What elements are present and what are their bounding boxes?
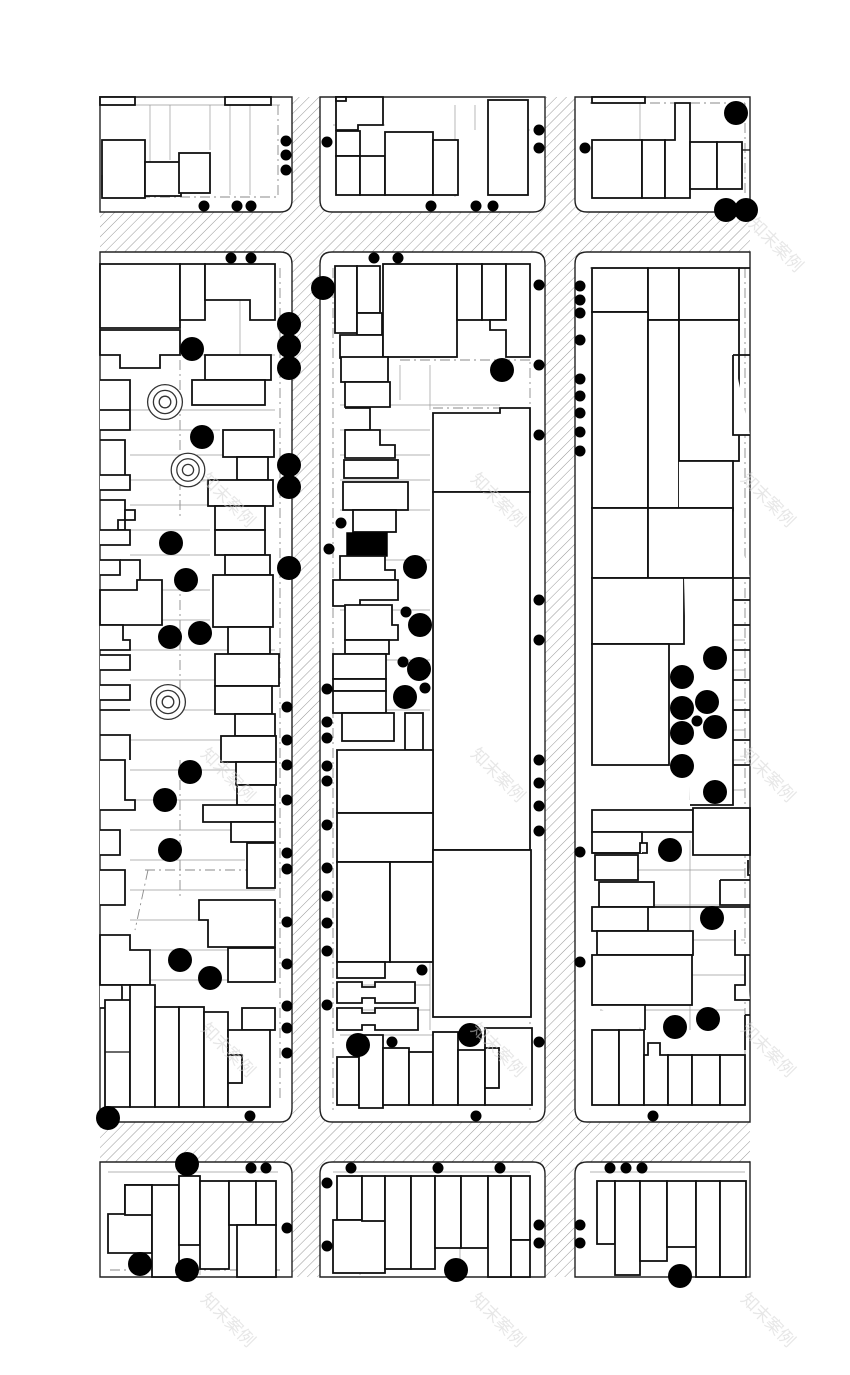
- watermark: 知末案例: [196, 1289, 258, 1351]
- large-canopy-trees: [146, 383, 206, 721]
- watermark: 知末案例: [744, 214, 806, 276]
- project-site: [346, 532, 388, 557]
- watermark: 知末案例: [466, 1289, 528, 1351]
- watermark: 知末案例: [736, 1289, 798, 1351]
- building-footprints: [99, 96, 751, 1278]
